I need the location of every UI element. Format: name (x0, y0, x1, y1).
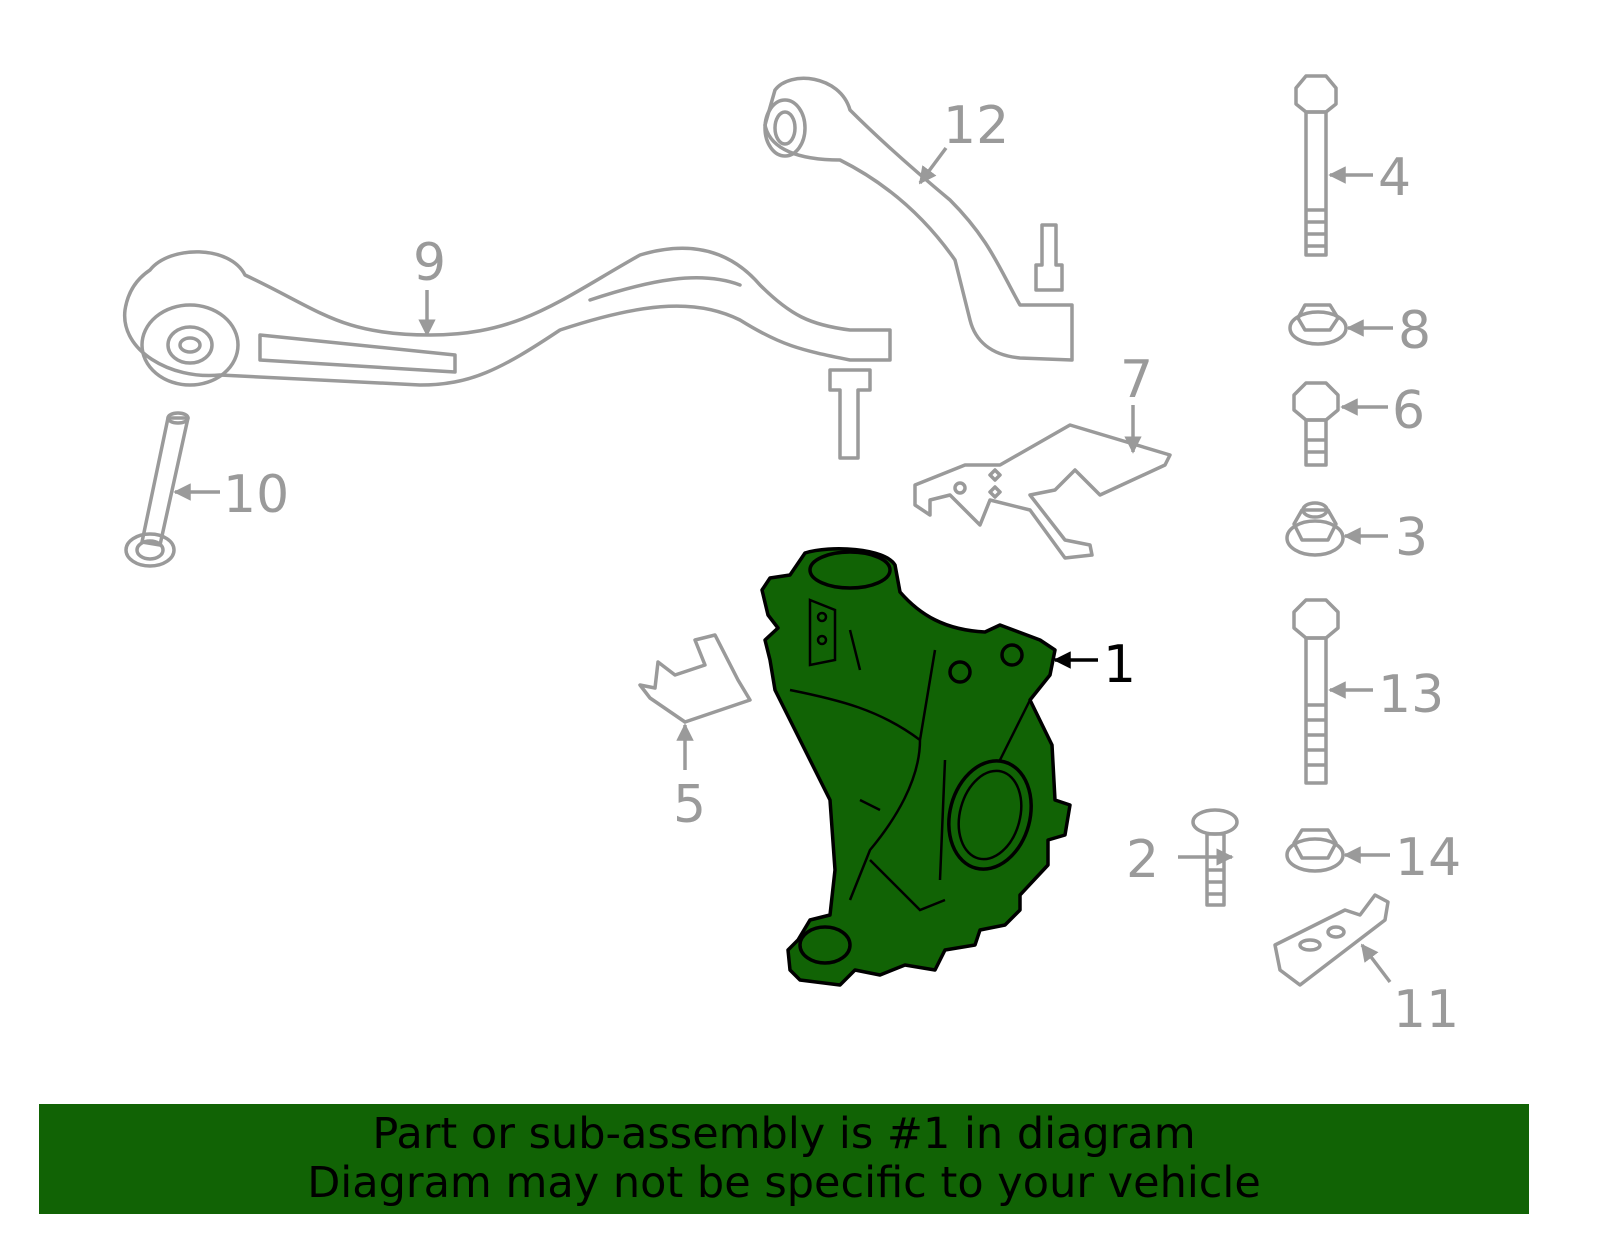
part-9-control-arm[interactable] (123, 246, 892, 460)
callout-5[interactable]: 5 (673, 775, 706, 835)
callout-4[interactable]: 4 (1378, 148, 1411, 208)
parts-diagram: 1 2 3 4 5 6 7 8 9 10 11 12 13 14 (123, 74, 1461, 1040)
part-4-bolt[interactable] (1294, 74, 1338, 257)
callout-7[interactable]: 7 (1120, 350, 1153, 410)
notice-banner: Part or sub-assembly is #1 in diagram Di… (39, 1104, 1529, 1214)
callout-13[interactable]: 13 (1378, 665, 1444, 725)
part-2-bolt[interactable] (1191, 808, 1239, 907)
callout-6[interactable]: 6 (1392, 381, 1425, 441)
callout-11[interactable]: 11 (1393, 980, 1459, 1040)
callout-3[interactable]: 3 (1395, 508, 1428, 568)
part-8-nut[interactable] (1288, 303, 1348, 346)
part-10-bolt[interactable] (124, 411, 190, 568)
callout-1[interactable]: 1 (1103, 635, 1136, 695)
part-7-bracket[interactable] (913, 423, 1172, 560)
part-6-bolt[interactable] (1292, 381, 1340, 467)
callout-8[interactable]: 8 (1398, 301, 1431, 361)
part-1-steering-knuckle[interactable] (760, 547, 1072, 987)
banner-line-2: Diagram may not be specific to your vehi… (307, 1158, 1261, 1208)
part-3-nut[interactable] (1285, 501, 1345, 557)
banner-line-1: Part or sub-assembly is #1 in diagram (372, 1109, 1196, 1159)
callout-2[interactable]: 2 (1126, 830, 1159, 890)
part-12-upper-arm[interactable] (763, 76, 1074, 362)
callout-9[interactable]: 9 (413, 233, 446, 293)
part-13-bolt[interactable] (1292, 598, 1340, 785)
part-5-shield[interactable] (638, 633, 752, 724)
callout-14[interactable]: 14 (1395, 828, 1461, 888)
part-11-clip[interactable] (1273, 893, 1390, 987)
part-14-nut[interactable] (1285, 828, 1345, 873)
callout-10[interactable]: 10 (223, 465, 289, 525)
callout-arrows (173, 146, 1393, 984)
callout-12[interactable]: 12 (943, 96, 1009, 156)
